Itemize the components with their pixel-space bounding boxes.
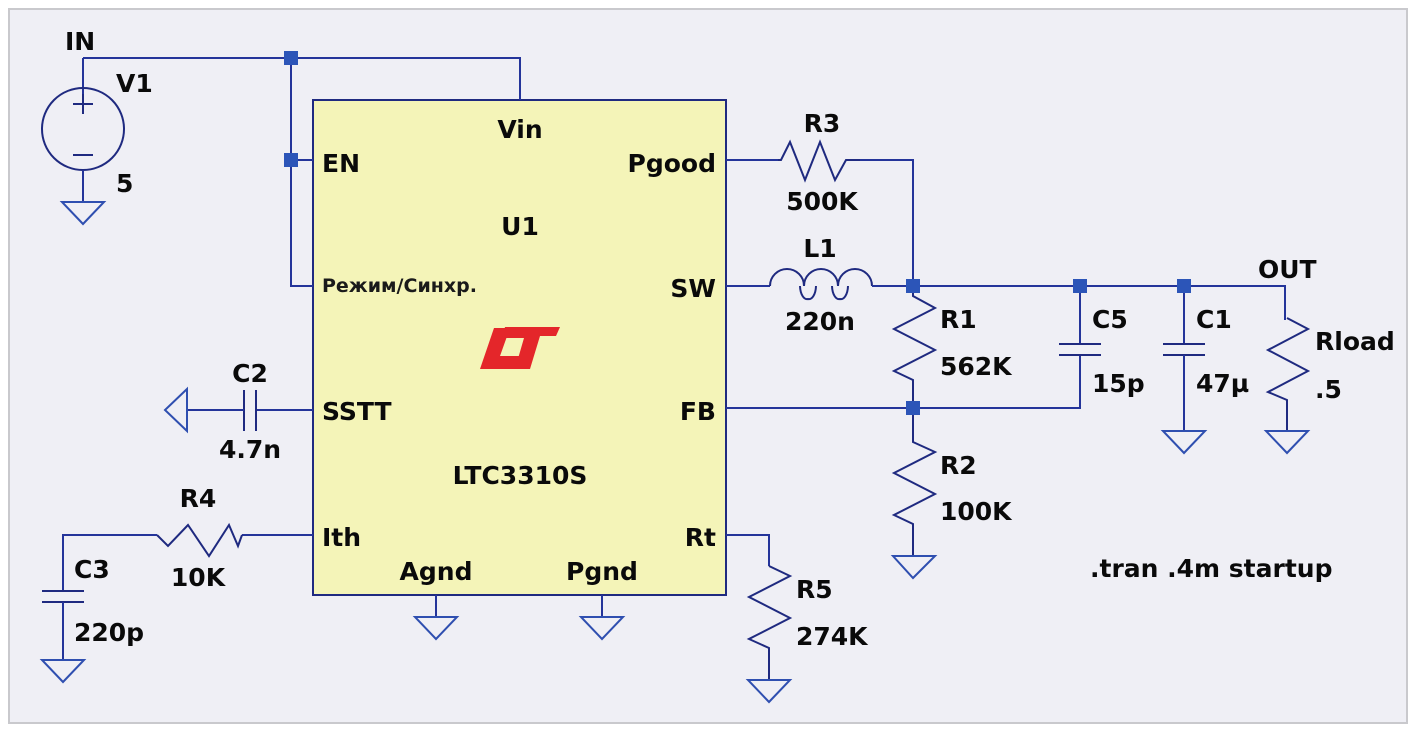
junction-dot <box>906 401 920 415</box>
wire <box>62 534 157 591</box>
wire-fb <box>726 355 1081 409</box>
l1-value: 220n <box>785 307 855 336</box>
resistor-r5[interactable] <box>746 565 793 680</box>
r2-ref: R2 <box>940 451 977 480</box>
r5-value: 274K <box>796 622 869 651</box>
ground-icon <box>163 386 188 434</box>
ground-icon <box>578 616 626 641</box>
c3-value: 220p <box>74 618 144 647</box>
c5-value: 15p <box>1092 369 1145 398</box>
pin-label-vin: Vin <box>497 115 542 144</box>
r3-value: 500K <box>786 187 859 216</box>
pin-label-rt: Rt <box>685 523 716 552</box>
junction-dot <box>284 51 298 65</box>
pin-label-sw: SW <box>670 274 716 303</box>
ground-icon <box>412 616 460 641</box>
ic-ref: U1 <box>501 212 539 241</box>
resistor-r4[interactable] <box>156 522 243 558</box>
c5-ref: C5 <box>1092 305 1128 334</box>
r1-value: 562K <box>940 352 1013 381</box>
resistor-r1[interactable] <box>891 290 938 408</box>
net-label-out: OUT <box>1258 255 1317 284</box>
capacitor-c5[interactable] <box>1059 343 1101 356</box>
junction-dot <box>906 279 920 293</box>
net-label-in: IN <box>65 27 95 56</box>
r5-ref: R5 <box>796 575 833 604</box>
resistor-r2[interactable] <box>891 408 938 556</box>
ground-icon <box>1160 430 1208 455</box>
pin-label-agnd: Agnd <box>400 557 473 586</box>
ground-icon <box>39 659 87 684</box>
pin-label-ith: Ith <box>322 523 361 552</box>
rload-value: .5 <box>1315 375 1342 404</box>
c3-ref: C3 <box>74 555 110 584</box>
pin-label-sstt: SSTT <box>322 397 392 426</box>
resistor-rload[interactable] <box>1265 317 1311 431</box>
r4-value: 10K <box>171 563 227 592</box>
r4-ref: R4 <box>180 484 217 513</box>
junction-dot <box>1177 279 1191 293</box>
pin-label-pgnd: Pgnd <box>566 557 638 586</box>
ground-icon <box>1263 430 1311 455</box>
wire-in <box>83 57 521 100</box>
pin-label-pgood: Pgood <box>628 149 716 178</box>
c1-value: 47µ <box>1196 369 1249 398</box>
r3-ref: R3 <box>804 109 841 138</box>
r2-value: 100K <box>940 497 1013 526</box>
pin-label-en: EN <box>322 149 360 178</box>
ground-icon <box>745 679 793 704</box>
inductor-l1[interactable] <box>769 268 873 301</box>
wire-en-mode <box>290 58 313 287</box>
c1-ref: C1 <box>1196 305 1232 334</box>
wire <box>860 159 914 285</box>
v1-ref: V1 <box>116 69 153 98</box>
pin-label-mode-sync: Режим/Синхр. <box>322 275 477 297</box>
junction-dot <box>284 153 298 167</box>
v1-value: 5 <box>116 169 133 198</box>
resistor-r3[interactable] <box>778 139 860 183</box>
capacitor-c1[interactable] <box>1163 343 1205 356</box>
capacitor-c2[interactable] <box>243 390 257 431</box>
ic-part-number: LTC3310S <box>453 461 588 490</box>
l1-ref: L1 <box>803 234 836 263</box>
c2-value: 4.7n <box>219 435 281 464</box>
rload-ref: Rload <box>1315 327 1395 356</box>
junction-dot <box>1073 279 1087 293</box>
spice-directive[interactable]: .tran .4m startup <box>1090 554 1332 583</box>
pin-label-fb: FB <box>680 397 716 426</box>
ground-icon <box>59 201 107 226</box>
ic-body[interactable] <box>312 99 727 596</box>
capacitor-c3[interactable] <box>42 590 84 603</box>
voltage-source-v1[interactable] <box>41 87 125 171</box>
r1-ref: R1 <box>940 305 977 334</box>
ground-icon <box>890 555 938 580</box>
lt-logo-icon <box>480 327 560 369</box>
wire-rt <box>726 534 770 566</box>
c2-ref: C2 <box>232 359 268 388</box>
wire-out <box>872 285 1286 320</box>
